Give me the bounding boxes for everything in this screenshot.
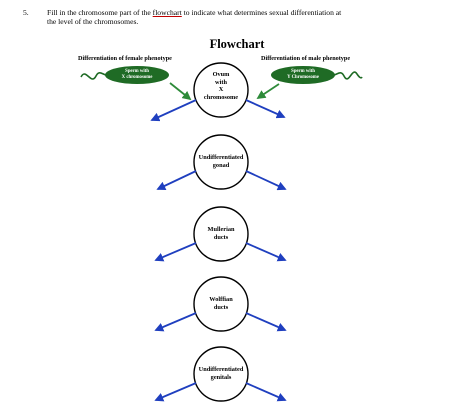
arrow-blue-right-2 xyxy=(245,170,287,191)
diagram-title: Flowchart xyxy=(209,37,265,51)
node-mullerian-line2: ducts xyxy=(213,233,229,241)
node-ovum-line4: chromosome xyxy=(203,93,239,101)
node-mullerian-line1: Mullerian xyxy=(207,226,235,233)
sperm-tail-left xyxy=(80,71,107,80)
node-ovum-line1: Ovum xyxy=(212,71,230,78)
question-number: 5. xyxy=(23,8,29,17)
arrow-blue-left-5 xyxy=(154,382,197,402)
sperm-x-line1: Sperm with xyxy=(125,69,149,74)
arrow-blue-left-1 xyxy=(150,99,197,122)
node-genitals-line2: genitals xyxy=(210,373,232,381)
arrow-blue-left-4 xyxy=(154,312,197,332)
flowchart-link[interactable]: flowchart xyxy=(152,8,182,17)
node-wolffian-line1: Wolffian xyxy=(209,296,233,303)
question-text-a: Fill in the chromosome part of the xyxy=(47,8,153,17)
question-text-b: to indicate what determines sexual diffe… xyxy=(181,8,342,17)
node-wolffian-line2: ducts xyxy=(213,303,229,311)
question-line-2: the level of the chromosomes. xyxy=(47,17,139,26)
node-circle-ovum xyxy=(193,62,249,118)
node-wolffian: Wolffian ducts xyxy=(192,296,250,311)
node-gonad: Undifferentiated gonad xyxy=(192,154,250,169)
node-ovum: Ovum with X chromosome xyxy=(194,71,248,101)
male-phenotype-label: Differentiation of male phenotype xyxy=(261,55,351,62)
arrow-blue-left-3 xyxy=(154,242,197,262)
node-circle-wolffian xyxy=(193,276,249,332)
sperm-tail-right xyxy=(333,71,363,80)
node-gonad-line2: gonad xyxy=(212,161,230,169)
arrow-green-left xyxy=(169,82,192,101)
sperm-y-line1: Sperm with xyxy=(291,69,315,74)
arrow-blue-right-4 xyxy=(245,312,287,332)
sperm-y-line2: Y Chromosome xyxy=(287,75,319,80)
arrow-blue-left-2 xyxy=(156,170,197,190)
node-genitals: Undifferentiated genitals xyxy=(192,366,250,381)
arrow-blue-right-1 xyxy=(245,99,286,119)
arrow-blue-right-5 xyxy=(245,382,287,402)
arrow-green-right xyxy=(256,83,280,99)
sperm-x-line2: X chromosome xyxy=(121,75,153,80)
node-ovum-line2: with xyxy=(215,78,227,86)
node-circle-mullerian xyxy=(193,206,249,262)
node-ovum-line3: X xyxy=(218,86,224,93)
female-phenotype-label: Differentiation of female phenotype xyxy=(78,55,172,62)
arrow-blue-right-3 xyxy=(245,242,287,262)
node-gonad-line1: Undifferentiated xyxy=(198,154,244,161)
node-circle-gonad xyxy=(193,134,249,190)
node-circle-genitals xyxy=(193,346,249,402)
node-mullerian: Mullerian ducts xyxy=(192,226,250,241)
node-genitals-line1: Undifferentiated xyxy=(198,366,244,373)
question-line-1: Fill in the chromosome part of the flowc… xyxy=(47,8,341,17)
